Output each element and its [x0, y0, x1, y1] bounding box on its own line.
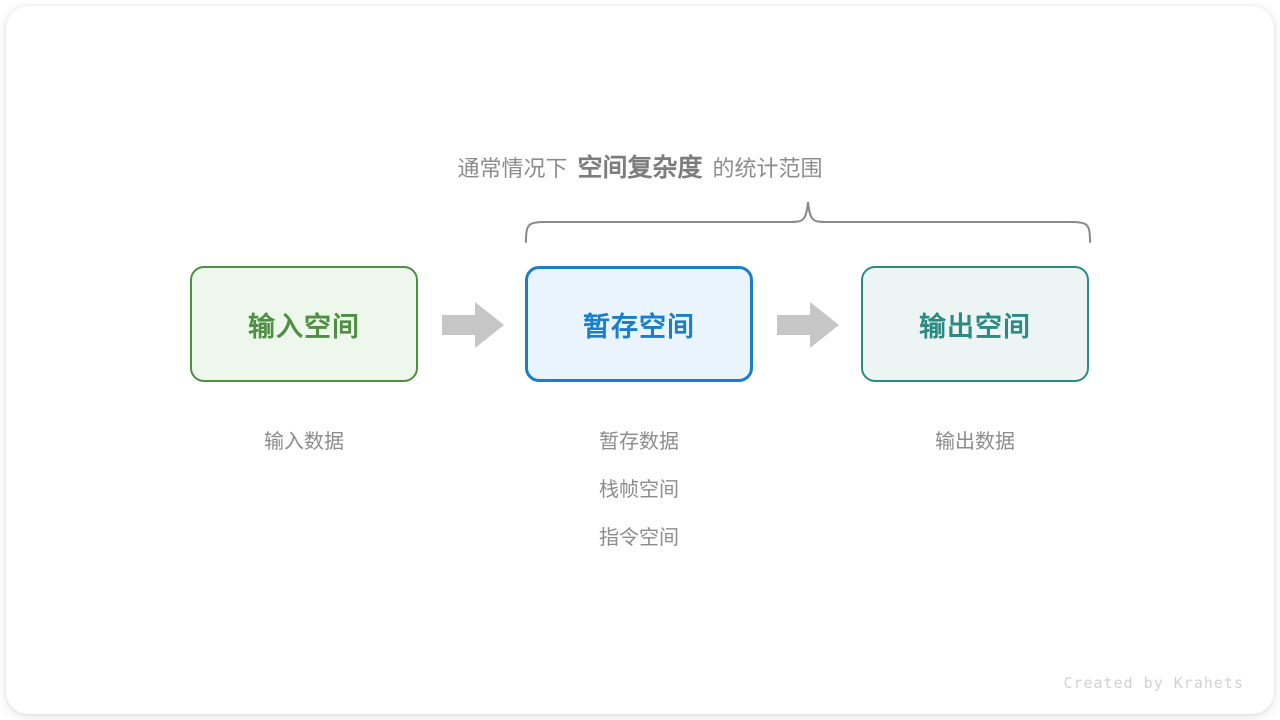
caption-emphasis: 空间复杂度 [577, 154, 703, 182]
labels-output-column: 输出数据 [861, 418, 1089, 466]
label-instruction-space: 指令空间 [599, 527, 679, 549]
arrow-temp-to-output-icon [777, 302, 839, 348]
labels-input-column: 输入数据 [190, 418, 418, 466]
credit-text: Created by Krahets [1063, 674, 1244, 692]
caption-suffix: 的统计范围 [712, 156, 823, 181]
box-input-space[interactable]: 输入空间 [190, 266, 418, 382]
curly-brace [525, 201, 1091, 243]
arrow-input-to-temp-icon [442, 302, 504, 348]
caption-prefix: 通常情况下 [457, 156, 568, 181]
box-output-space-label: 输出空间 [919, 311, 1031, 342]
box-temp-space[interactable]: 暂存空间 [525, 266, 753, 382]
label-output-data: 输出数据 [935, 431, 1015, 453]
label-temp-data: 暂存数据 [599, 431, 679, 453]
label-input-data: 输入数据 [264, 431, 344, 453]
label-stack-frame-space: 栈帧空间 [599, 479, 679, 501]
labels-temp-column: 暂存数据 栈帧空间 指令空间 [525, 418, 753, 562]
box-output-space[interactable]: 输出空间 [861, 266, 1089, 382]
box-input-space-label: 输入空间 [248, 311, 360, 342]
box-temp-space-label: 暂存空间 [583, 311, 695, 342]
diagram-caption: 通常情况下空间复杂度的统计范围 [0, 148, 1280, 189]
